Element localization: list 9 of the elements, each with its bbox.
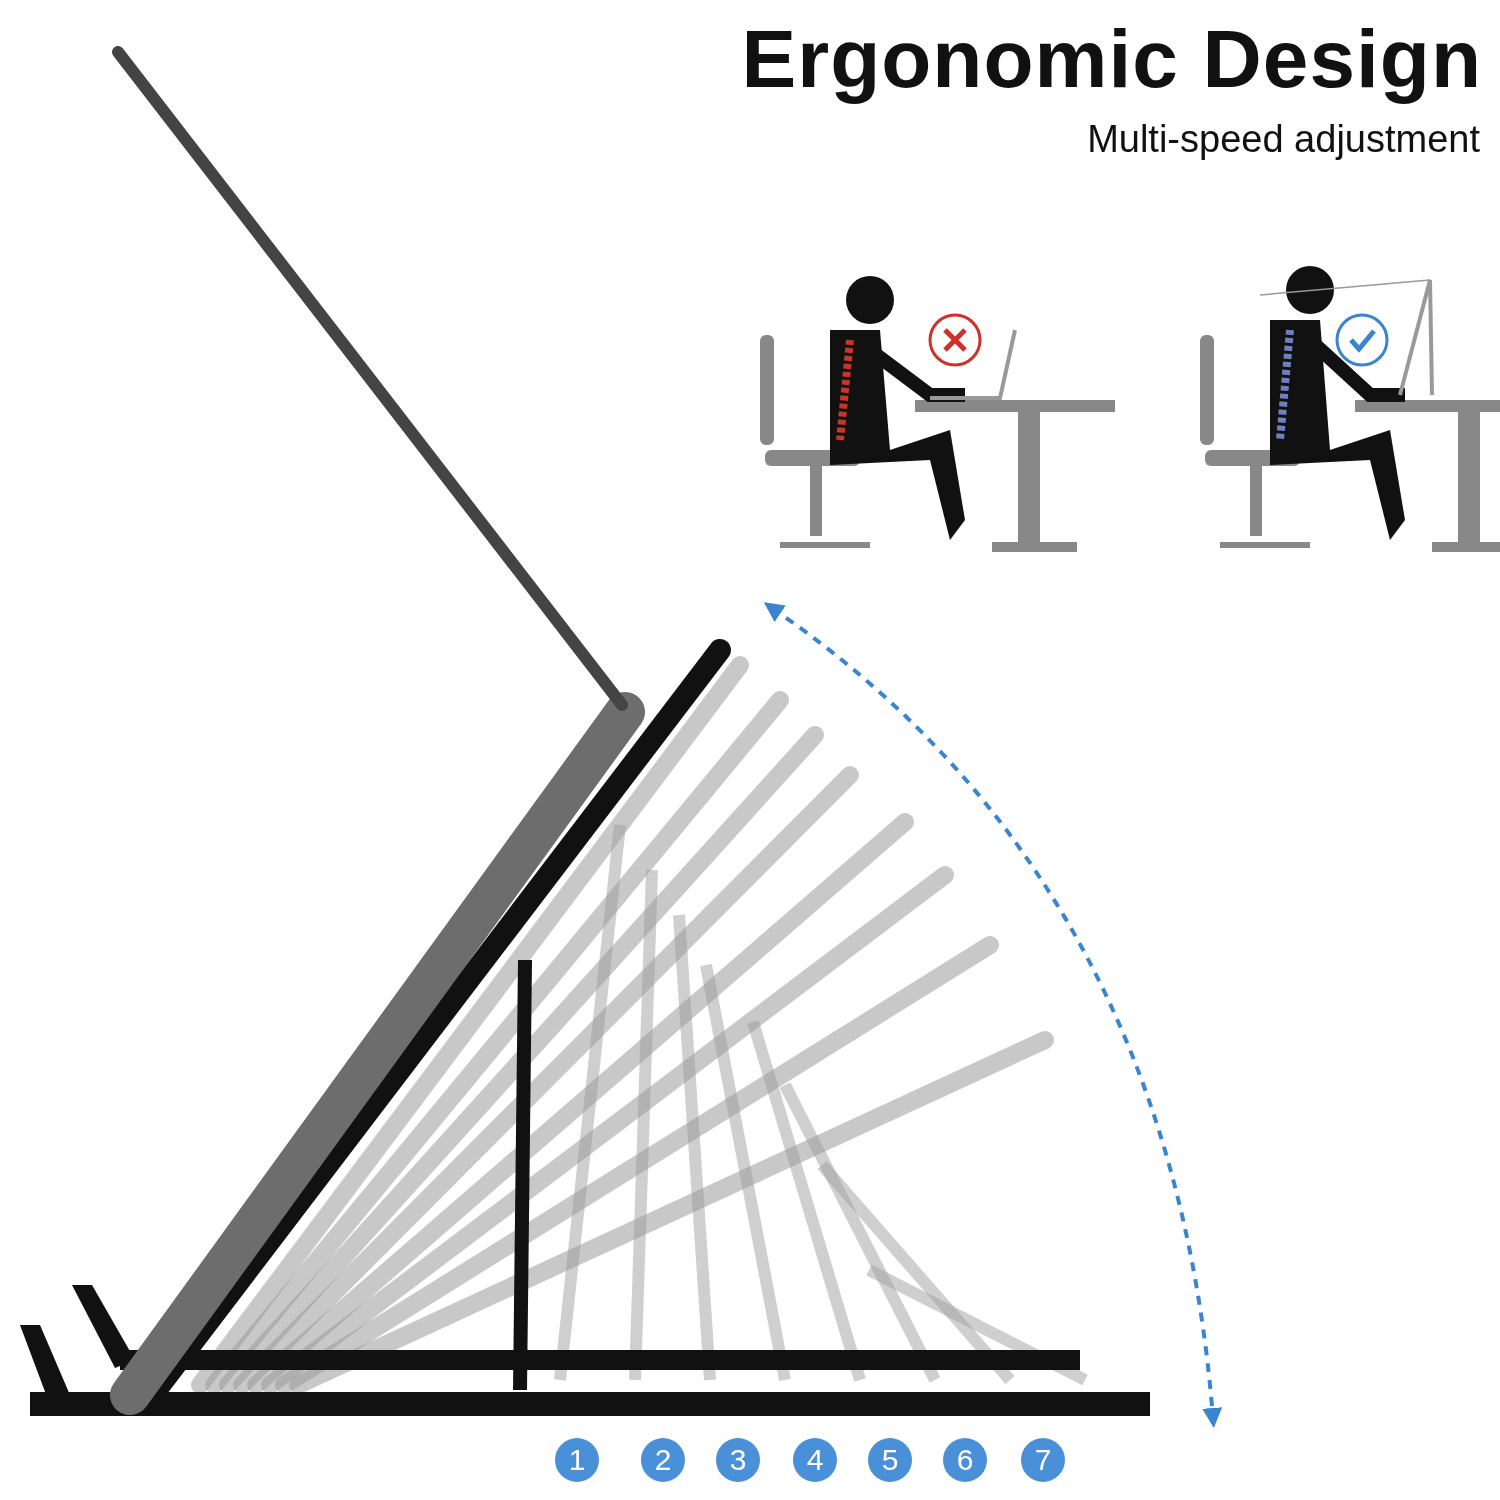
- callout-number: 3: [716, 1438, 760, 1482]
- subtitle: Multi-speed adjustment: [1087, 118, 1480, 161]
- callout-number: 6: [943, 1438, 987, 1482]
- callout-number: 4: [793, 1438, 837, 1482]
- callout-number: 7: [1021, 1438, 1065, 1482]
- callout-number: 2: [641, 1438, 685, 1482]
- title: Ergonomic Design: [741, 12, 1482, 106]
- callout-number: 1: [555, 1438, 599, 1482]
- callout-number: 5: [868, 1438, 912, 1482]
